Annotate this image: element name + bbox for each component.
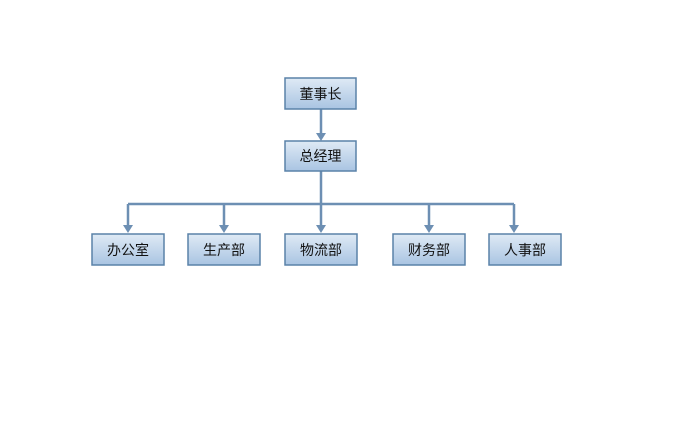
node-finance-label: 财务部 [408,243,450,259]
node-finance: 财务部 [392,233,466,266]
arrow-to-hr [509,225,519,233]
node-office: 办公室 [91,233,165,266]
node-chairman-label: 董事长 [300,87,342,103]
node-hr-label: 人事部 [504,243,546,259]
node-office-label: 办公室 [107,242,149,259]
node-production-label: 生产部 [203,243,245,259]
arrow-to-office [123,225,133,233]
arrow-to-finance [424,225,434,233]
node-general-manager: 总经理 [284,140,357,172]
connectors [123,109,519,233]
arrow-to-production [219,225,229,233]
node-general-manager-label: 总经理 [300,149,342,165]
node-production: 生产部 [187,233,261,266]
node-chairman: 董事长 [284,77,357,110]
arrow-to-logistics [316,225,326,233]
node-hr: 人事部 [488,233,562,266]
node-logistics-label: 物流部 [300,243,342,259]
arrow-to-manager [316,133,326,141]
node-logistics: 物流部 [284,233,358,266]
